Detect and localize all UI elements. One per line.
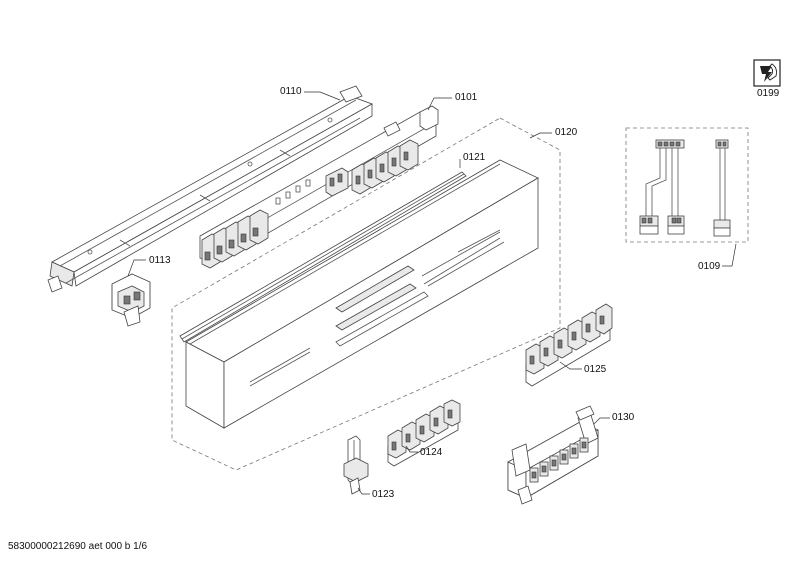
part-0199-service-icon[interactable]	[753, 59, 781, 87]
part-0123-pin-connector[interactable]	[343, 435, 369, 495]
label-0124[interactable]: 0124	[420, 447, 443, 458]
part-0101-pcb[interactable]	[199, 105, 439, 269]
label-0130[interactable]: 0130	[612, 412, 635, 423]
part-0109-cable-set[interactable]	[625, 127, 749, 243]
label-0123[interactable]: 0123	[372, 489, 395, 500]
label-0121[interactable]: 0121	[463, 152, 486, 163]
label-0125[interactable]: 0125	[584, 364, 607, 375]
part-0124-connector[interactable]	[387, 399, 461, 467]
document-footer-code: 58300000212690 aet 000 b 1/6	[8, 541, 148, 552]
part-0125-connector[interactable]	[525, 303, 613, 387]
part-0120-panel[interactable]	[185, 159, 539, 429]
label-0101[interactable]: 0101	[455, 92, 478, 103]
part-0130-housing[interactable]	[507, 405, 599, 505]
part-0113-bracket[interactable]	[111, 273, 151, 327]
part-0121-strip[interactable]	[179, 171, 467, 343]
label-0113[interactable]: 0113	[149, 255, 171, 266]
leader-lines	[127, 91, 737, 495]
label-0110[interactable]: 0110	[280, 86, 302, 97]
label-0199[interactable]: 0199	[757, 88, 780, 99]
part-0110-rail[interactable]	[47, 85, 373, 293]
label-0109[interactable]: 0109	[698, 261, 721, 272]
label-0120[interactable]: 0120	[555, 127, 578, 138]
